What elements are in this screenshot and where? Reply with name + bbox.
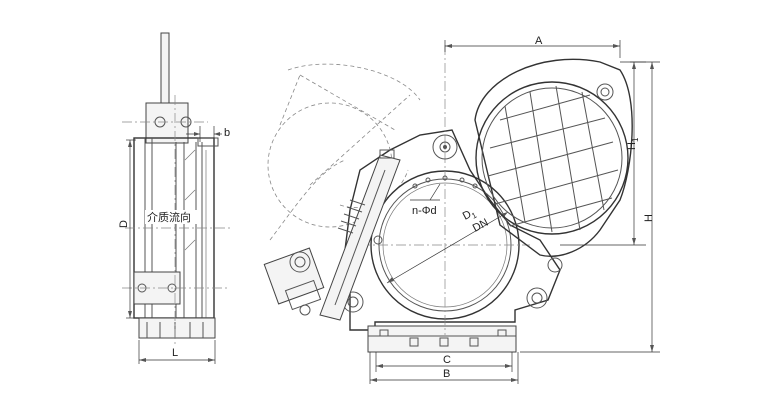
label-L: L [172, 347, 178, 359]
dim-line-DN [386, 211, 509, 284]
label-D1: D1 [461, 206, 479, 224]
hinge-pivot [432, 134, 458, 160]
open-disc [475, 81, 629, 235]
disc-lug-bottom [547, 257, 563, 273]
label-A: A [535, 35, 543, 47]
front-view: A H1 H C B n-Φd D1 DN [263, 35, 660, 384]
disc-sweep-outline [287, 63, 421, 101]
hydraulic-block [263, 247, 325, 305]
side-view: D L b 介质流向 [118, 32, 232, 364]
label-n-phi-d: n-Φd [412, 205, 437, 217]
actuator-spring [337, 199, 366, 234]
disc-housing [474, 58, 633, 257]
label-H: H [643, 214, 655, 222]
side-base [138, 317, 216, 339]
front-base [367, 325, 517, 353]
label-H1: H1 [626, 137, 640, 150]
upper-bracket [145, 102, 189, 144]
disc-grid [487, 85, 619, 233]
flow-direction-label: 介质流向 [147, 210, 191, 224]
label-b: b [224, 127, 230, 139]
label-C: C [443, 354, 451, 366]
lower-lug-right [526, 287, 548, 309]
disc-lug-top [596, 83, 614, 101]
label-D: D [118, 220, 130, 228]
label-B: B [443, 368, 450, 380]
